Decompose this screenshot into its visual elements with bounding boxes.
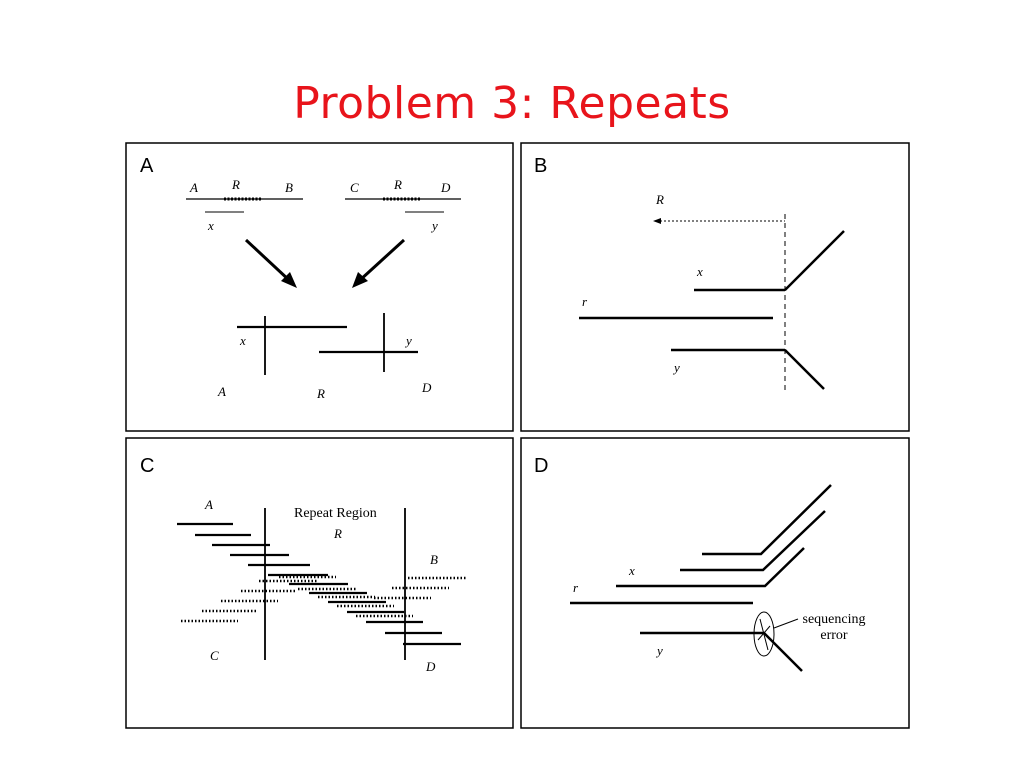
label-r: R bbox=[333, 526, 342, 541]
label-r: R bbox=[231, 177, 240, 192]
label-y: y bbox=[404, 333, 412, 348]
panel-c-letter: C bbox=[140, 455, 154, 477]
read-branch-2 bbox=[680, 510, 826, 572]
error-pointer bbox=[773, 618, 799, 629]
read-x bbox=[616, 547, 805, 588]
label-x: x bbox=[696, 264, 703, 279]
error-tick bbox=[759, 618, 769, 651]
error-circle bbox=[753, 611, 775, 657]
panel-d: D x r y sequencing error bbox=[520, 437, 910, 729]
panel-b-letter: B bbox=[534, 155, 547, 177]
label-y: y bbox=[672, 360, 680, 375]
label-a: A bbox=[217, 384, 226, 399]
label-y: y bbox=[430, 218, 438, 233]
label-b: B bbox=[285, 180, 293, 195]
panel-a-frame bbox=[125, 142, 514, 432]
arrowhead-left bbox=[281, 272, 297, 288]
label-a: A bbox=[189, 180, 198, 195]
panel-b: B R x r y bbox=[520, 142, 910, 432]
label-r-upper: R bbox=[655, 192, 664, 207]
panel-c: C A Repeat Region R B C D bbox=[125, 437, 514, 729]
label-r: r bbox=[573, 580, 579, 595]
panel-c-frame bbox=[125, 437, 514, 729]
arrow-right bbox=[357, 238, 406, 283]
panel-b-frame bbox=[520, 142, 910, 432]
label-r: R bbox=[393, 177, 402, 192]
arrowhead bbox=[653, 218, 661, 224]
read-branch-1 bbox=[702, 484, 832, 556]
label-c: C bbox=[350, 180, 359, 195]
panel-d-frame bbox=[520, 437, 910, 729]
repeat-region-label: Repeat Region bbox=[294, 506, 377, 521]
read-x-branch bbox=[784, 230, 845, 291]
read-y-branch bbox=[784, 349, 825, 390]
read-y bbox=[640, 631, 803, 672]
label-x: x bbox=[207, 218, 214, 233]
label-a: A bbox=[204, 497, 213, 512]
error-tick bbox=[757, 625, 771, 641]
panel-a-letter: A bbox=[140, 155, 154, 177]
sequencing-error-label-line2: error bbox=[820, 628, 848, 643]
label-c: C bbox=[210, 648, 219, 663]
label-x: x bbox=[239, 333, 246, 348]
panel-a: A A R B x C R D y x y A R D bbox=[125, 142, 514, 432]
panel-d-letter: D bbox=[534, 455, 548, 477]
arrowhead-right bbox=[352, 272, 368, 288]
label-r-lower: r bbox=[582, 294, 588, 309]
label-d: D bbox=[421, 380, 432, 395]
label-x: x bbox=[628, 563, 635, 578]
label-d: D bbox=[425, 659, 436, 674]
arrow-left bbox=[244, 238, 292, 283]
label-y: y bbox=[655, 643, 663, 658]
label-d: D bbox=[440, 180, 451, 195]
page-title: Problem 3: Repeats bbox=[293, 78, 731, 129]
sequencing-error-label-line1: sequencing bbox=[803, 612, 866, 627]
label-b: B bbox=[430, 552, 438, 567]
label-r: R bbox=[316, 386, 325, 401]
